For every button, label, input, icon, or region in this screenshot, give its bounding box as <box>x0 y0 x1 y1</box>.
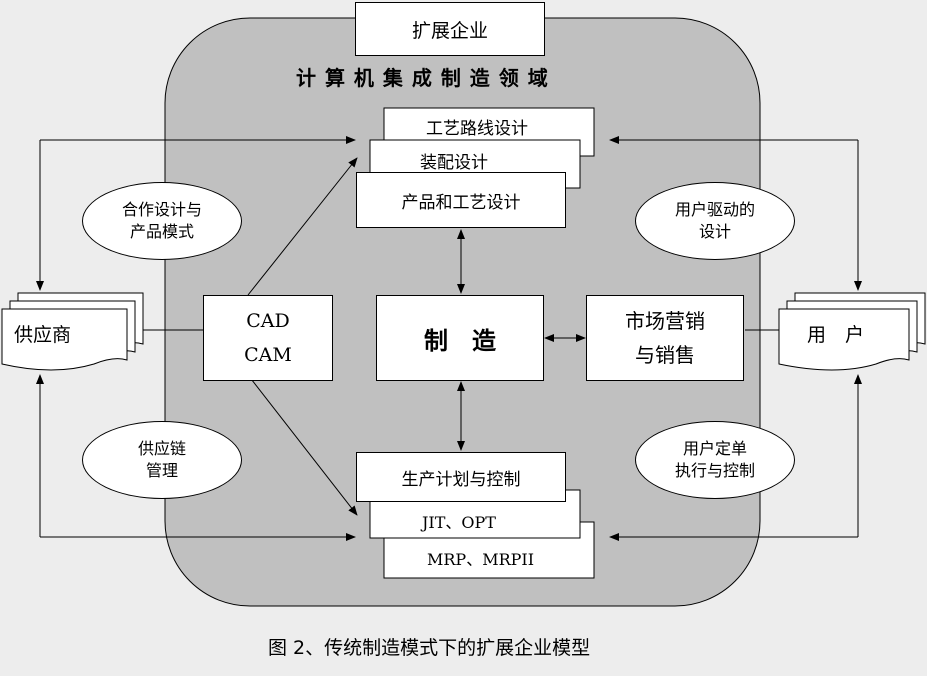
supplier-doc-shape <box>1 292 144 371</box>
supply-chain-line1: 供应链 <box>137 439 186 458</box>
customer-label: 用 户 <box>807 324 865 346</box>
assembly-design-label: 装配设计 <box>420 153 488 173</box>
product-process-design-label: 产品和工艺设计 <box>401 192 521 213</box>
cad-label: CAD <box>246 310 290 332</box>
process-route-design-label: 工艺路线设计 <box>426 119 528 139</box>
user-driven-design-line2: 设计 <box>698 222 731 241</box>
sales-label: 与销售 <box>635 343 695 367</box>
order-execution-ellipse: 用户定单 执行与控制 <box>635 421 795 499</box>
order-execution-line1: 用户定单 <box>682 439 747 458</box>
supply-chain-line2: 管理 <box>145 461 178 480</box>
production-planning-box: 生产计划与控制 <box>356 452 566 502</box>
user-driven-design-line1: 用户驱动的 <box>674 200 755 219</box>
extended-enterprise-box: 扩展企业 <box>355 2 545 56</box>
order-execution-line2: 执行与控制 <box>674 461 755 480</box>
extended-enterprise-label: 扩展企业 <box>411 19 488 42</box>
figure-caption: 图 2、传统制造模式下的扩展企业模型 <box>268 637 591 659</box>
product-process-design-box: 产品和工艺设计 <box>356 172 566 228</box>
production-planning-label: 生产计划与控制 <box>401 469 521 490</box>
supply-chain-ellipse: 供应链 管理 <box>82 421 242 499</box>
mrp-label: MRP、MRPII <box>427 550 535 569</box>
jit-opt-label: JIT、OPT <box>422 513 496 532</box>
user-driven-design-ellipse: 用户驱动的 设计 <box>635 182 795 260</box>
customer-doc-shape <box>778 292 926 371</box>
cooperative-design-line2: 产品模式 <box>129 222 194 241</box>
manufacturing-label: 制 造 <box>424 326 496 355</box>
supplier-label: 供应商 <box>14 324 72 346</box>
marketing-sales-box: 市场营销 与销售 <box>586 295 744 381</box>
cam-label: CAM <box>244 344 292 366</box>
manufacturing-box: 制 造 <box>376 295 544 381</box>
cooperative-design-line1: 合作设计与 <box>121 200 202 219</box>
cooperative-design-ellipse: 合作设计与 产品模式 <box>82 182 242 260</box>
cims-domain-title: 计 算 机 集 成 制 造 领 域 <box>296 66 549 90</box>
cad-cam-box: CAD CAM <box>203 295 333 381</box>
marketing-label: 市场营销 <box>625 309 705 333</box>
